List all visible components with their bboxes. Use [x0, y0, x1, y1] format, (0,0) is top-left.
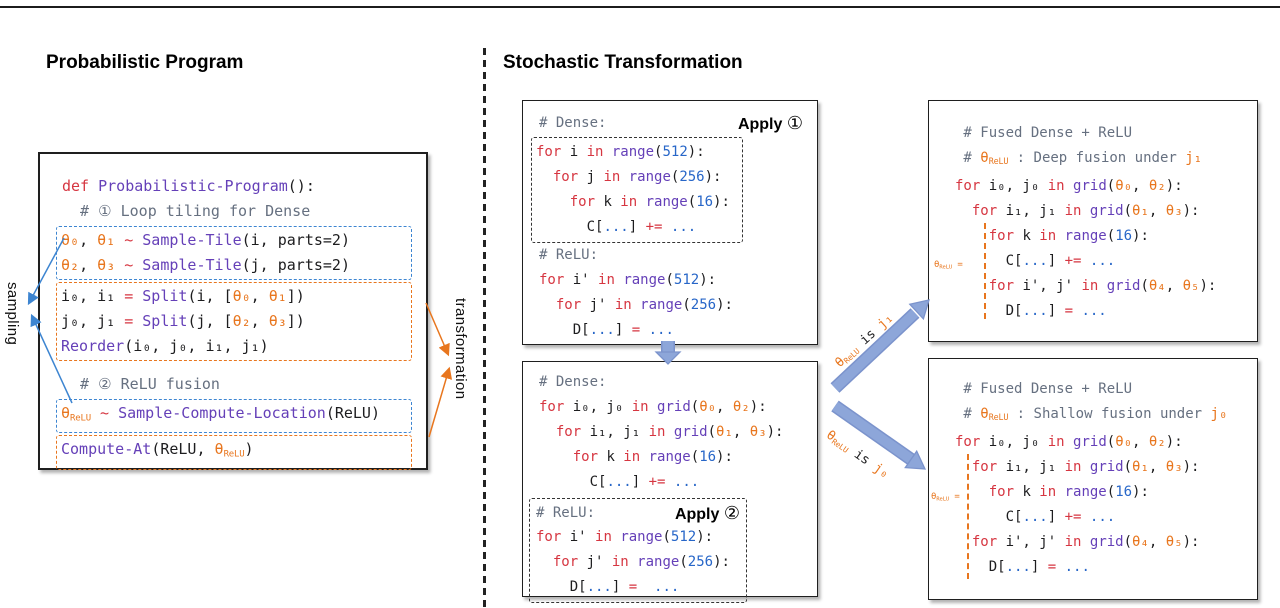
- deep-fusion-code: # Fused Dense + ReLU # θReLU : Deep fusi…: [955, 125, 1217, 320]
- right-section-title: Stochastic Transformation: [503, 52, 743, 73]
- shallow-fusion-arrow-label: θReLU is j₀: [823, 427, 892, 482]
- relu-loop-code: # ReLU:for i' in range(512): for j' in r…: [539, 247, 733, 338]
- deep-fusion-panel: # Fused Dense + ReLU # θReLU : Deep fusi…: [928, 100, 1258, 342]
- theta-relu-equals-label: θReLU =: [931, 492, 960, 503]
- apply-1-badge: Apply ①: [738, 113, 803, 134]
- apply-1-text: Apply: [737, 115, 783, 133]
- vertical-dashed-divider: [483, 48, 486, 608]
- tiled-dense-code: # Dense:for i₀, j₀ in grid(θ₀, θ₂): for …: [539, 374, 784, 490]
- relu-loop-code: for i' in range(512): for j' in range(25…: [536, 529, 730, 595]
- compute-at-box: Compute-At(ReLU, θReLU): [56, 435, 412, 470]
- dense-loop-nest-box: for i in range(512): for j in range(256)…: [531, 137, 743, 243]
- spacer: [62, 361, 408, 372]
- original-dense-relu-panel: # Dense: Apply ① for i in range(512): fo…: [522, 100, 818, 345]
- transformation-arrow-top: [425, 302, 450, 357]
- apply-2-text: Apply: [674, 505, 720, 523]
- deep-fusion-arrow-label: θReLU is j₁: [832, 310, 897, 371]
- sampling-axis-label: sampling: [4, 282, 21, 346]
- probabilistic-program-panel: def Probabilistic-Program(): # ① Loop ti…: [38, 152, 428, 470]
- circled-2-icon: ②: [723, 502, 740, 523]
- shallow-fusion-scope-bracket: [967, 454, 969, 579]
- left-section-title: Probabilistic Program: [46, 52, 244, 73]
- program-def-and-comment: def Probabilistic-Program(): # ① Loop ti…: [62, 177, 315, 220]
- circled-1-icon: ①: [786, 112, 803, 133]
- tiled-dense-relu-panel: # Dense:for i₀, j₀ in grid(θ₀, θ₂): for …: [522, 361, 818, 603]
- shallow-fusion-panel: # Fused Dense + ReLU # θReLU : Shallow f…: [928, 358, 1258, 600]
- dense-header-row: # Dense: Apply ①: [539, 111, 803, 135]
- theta-relu-equals-label: θReLU =: [934, 260, 963, 271]
- apply-2-badge: Apply ②: [675, 503, 740, 524]
- transformation-axis-label: transformation: [452, 298, 469, 400]
- figure-top-border: [0, 6, 1280, 8]
- relu-header-row: # ReLU: Apply ②: [536, 501, 740, 525]
- sample-tile-box: θ₀, θ₁ ~ Sample-Tile(i, parts=2)θ₂, θ₃ ~…: [56, 226, 412, 280]
- sample-compute-location-box: θReLU ~ Sample-Compute-Location(ReLU): [56, 399, 412, 434]
- deep-fusion-scope-bracket: [984, 223, 986, 319]
- relu-fusion-comment: # ② ReLU fusion: [62, 375, 220, 393]
- shallow-fusion-code: # Fused Dense + ReLU # θReLU : Shallow f…: [955, 381, 1228, 576]
- relu-apply-box: # ReLU: Apply ② for i' in range(512): fo…: [529, 498, 747, 603]
- split-reorder-box: i₀, i₁ = Split(i, [θ₀, θ₁])j₀, j₁ = Spli…: [56, 282, 412, 361]
- dense-comment: # Dense:: [539, 114, 607, 131]
- relu-comment: # ReLU:: [536, 504, 596, 521]
- transformation-arrow-bottom: [428, 366, 453, 438]
